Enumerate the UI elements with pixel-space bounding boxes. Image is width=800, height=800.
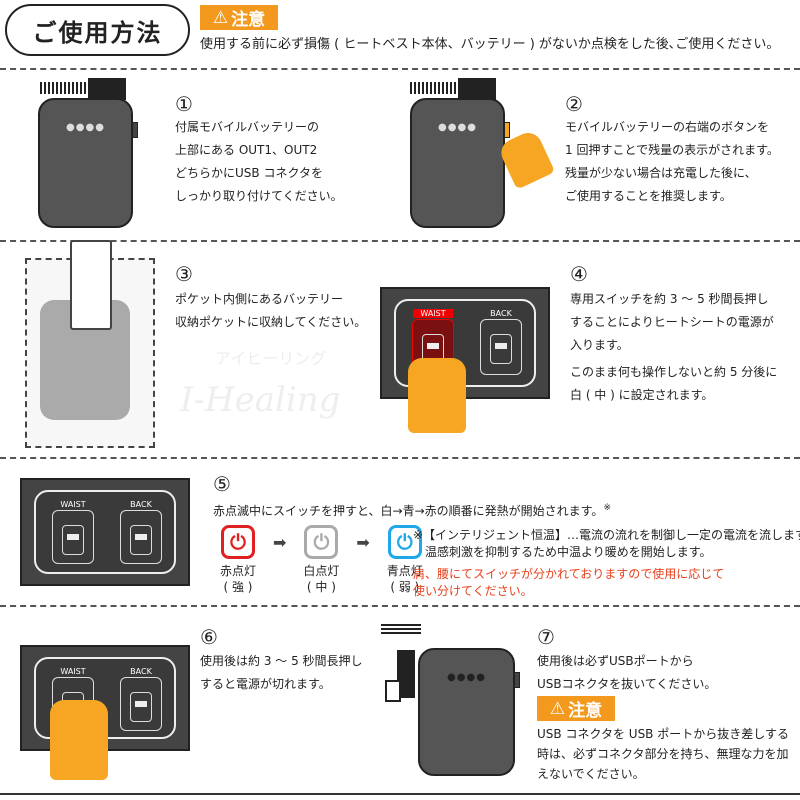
warning-label: 注意: [231, 10, 266, 30]
back-switch[interactable]: BACK: [120, 500, 162, 564]
battery-illustration: ●●●●: [38, 98, 138, 228]
step-number: ⑦: [537, 625, 555, 649]
usb-connector-icon: [458, 78, 496, 100]
bottom-rule: [0, 793, 800, 795]
usb-cable-icon: [40, 82, 90, 94]
divider: [0, 68, 800, 70]
arrow-right-icon: ➡: [356, 533, 370, 552]
divider: [0, 605, 800, 607]
warning-icon: ⚠: [212, 7, 229, 28]
intelligent-note: ※【インテリジェント恒温】…電流の流れを制御し一定の電流を流します。 温感刺激を…: [413, 528, 800, 559]
page-title: ご使用方法: [5, 4, 190, 56]
back-switch[interactable]: BACK: [120, 667, 162, 731]
step-3-text: ポケット内側にあるバッテリー収納ポケットに収納してください。: [175, 292, 367, 329]
power-icon-white: ⏻: [304, 525, 339, 559]
watermark-logo: I-Healing: [180, 380, 341, 420]
caution-badge: ⚠注意: [537, 696, 615, 721]
step-4-text: 専用スイッチを約 3 ～ 5 秒間長押しすることによりヒートシートの電源が入りま…: [570, 292, 778, 402]
lamp-blue: ⏻青点灯( 弱 ): [380, 525, 430, 595]
usb-connector-icon: [88, 78, 126, 100]
usb-cable-icon: [381, 624, 421, 636]
power-icon-blue: ⏻: [387, 525, 422, 559]
battery-illustration: ●●●●: [410, 98, 510, 228]
warning-text: 使用する前に必ず損傷 ( ヒートベスト本体、バッテリー ) がないか点検をした後…: [200, 37, 780, 52]
power-icon-red: ⏻: [221, 525, 255, 559]
step-number: ⑥: [200, 625, 218, 649]
step-6-text: 使用後は約 3 ～ 5 秒間長押しすると電源が切れます。: [200, 654, 363, 691]
lamp-sequence: ⏻赤点灯( 強 ) ➡ ⏻白点灯( 中 ) ➡ ⏻青点灯( 弱 ): [213, 525, 430, 595]
usb-cable-icon: [410, 82, 460, 94]
warning-icon: ⚠: [549, 698, 566, 719]
usb-connector-icon: [397, 650, 415, 698]
step-number: ①: [175, 92, 193, 116]
arrow-right-icon: ➡: [273, 533, 287, 552]
pocket-clip-icon: [70, 240, 112, 330]
hand-press-icon: [50, 700, 108, 780]
divider: [0, 240, 800, 242]
step-5-text: 赤点滅中にスイッチを押すと、白→青→赤の順番に発熱が開始されます。※: [213, 503, 611, 518]
caution-text: USB コネクタを USB ポートから抜き差しする時は、必ずコネクタ部分を持ち、…: [537, 727, 789, 781]
divider: [0, 457, 800, 459]
usb-plug-icon: [385, 680, 401, 702]
watermark-kana: アイヒーリング: [215, 349, 327, 368]
waist-switch[interactable]: WAIST: [52, 500, 94, 564]
warning-badge: ⚠注意: [200, 5, 278, 30]
battery-illustration: ●●●●: [418, 648, 520, 776]
hand-press-icon: [408, 358, 466, 433]
back-switch[interactable]: BACK: [480, 309, 522, 375]
step-number: ③: [175, 262, 193, 286]
step-number: ④: [570, 262, 588, 286]
step-number: ⑤: [213, 472, 231, 496]
heat-switch-panel: WAIST BACK: [20, 645, 190, 751]
lamp-white: ⏻白点灯( 中 ): [296, 525, 346, 595]
heat-switch-panel: WAIST BACK: [20, 478, 190, 586]
lamp-red: ⏻赤点灯( 強 ): [213, 525, 263, 595]
usage-note-red: 肩、腰にてスイッチが分かれておりますので使用に応じて使い分けてください。: [413, 567, 725, 598]
step-number: ②: [565, 92, 583, 116]
